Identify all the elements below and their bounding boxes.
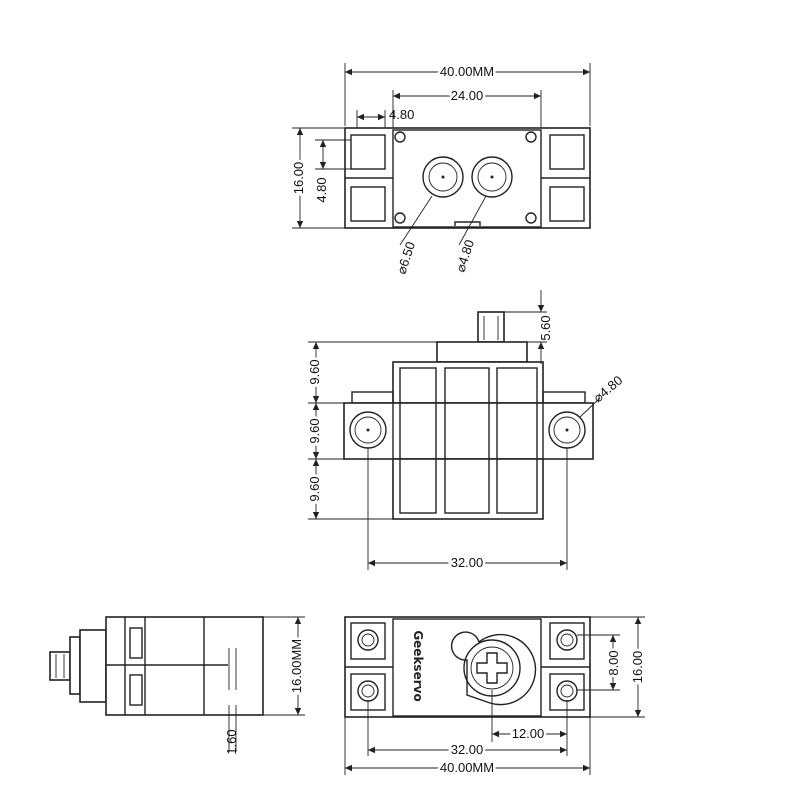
bottom-view-cross-axle (476, 652, 508, 684)
top-view-square-bl (350, 186, 386, 222)
top-view-corner-hole (394, 131, 406, 143)
front-shaft-height-label: 5.60 (538, 315, 553, 340)
top-overall-width-label: 40.00MM (440, 64, 494, 79)
front-view-lower-body (392, 458, 544, 520)
side-view-flange (79, 629, 107, 703)
front-view: 5.60 9.60 9.60 9.60 ⌀4.80 32.00 (305, 290, 625, 573)
side-height-label: 16.00MM (289, 639, 304, 693)
side-view-shaft (49, 651, 71, 681)
front-hole-spacing-label: 32.00 (451, 555, 484, 570)
bottom-height-label: 16.00 (630, 651, 645, 684)
top-small-hole-dia-label: ⌀4.80 (453, 238, 478, 274)
bottom-view-mount-hole (556, 629, 578, 651)
top-square-height-label: 4.80 (314, 177, 329, 202)
top-square-width-label: 4.80 (389, 107, 414, 122)
front-upper-label: 9.60 (307, 359, 322, 384)
top-view-square-br (549, 186, 585, 222)
bottom-hole-spacing-v-label: 8.00 (606, 650, 621, 675)
top-height-label: 16.00 (291, 162, 306, 195)
front-view-shaft-collar (436, 341, 528, 363)
side-offset-label: 1.60 (224, 729, 239, 754)
front-middle-label: 9.60 (307, 418, 322, 443)
top-view-large-hole (422, 156, 464, 198)
top-view-corner-hole (525, 131, 537, 143)
bottom-shaft-offset-label: 12.00 (512, 726, 545, 741)
top-hole-spacing-label: 24.00 (451, 88, 484, 103)
side-view: 16.00MM 1.60 (49, 616, 307, 755)
top-large-hole-dia-label: ⌀6.50 (394, 240, 419, 276)
front-lower-label: 9.60 (307, 476, 322, 501)
brand-logo-text: Geekservo (411, 630, 425, 701)
side-view-collar (69, 636, 81, 695)
front-hole-dia-label: ⌀4.80 (590, 373, 625, 406)
bottom-view: Geekservo 8.00 16.00 12.00 32.00 40.00MM (344, 616, 648, 778)
bottom-view-mount-hole (357, 629, 379, 651)
bottom-overall-width-label: 40.00MM (440, 760, 494, 775)
top-view-small-hole (471, 156, 513, 198)
bottom-view-gear-outline (450, 631, 537, 706)
side-view-body (105, 616, 264, 716)
top-view-corner-hole (394, 212, 406, 224)
top-view-square-tl (350, 134, 386, 170)
top-view: 40.00MM 24.00 4.80 16.00 4.80 ⌀6.50 ⌀4.8… (289, 62, 591, 276)
top-view-square-tr (549, 134, 585, 170)
top-view-corner-hole (525, 212, 537, 224)
bottom-hole-spacing-h-label: 32.00 (451, 742, 484, 757)
front-view-shaft (477, 311, 505, 343)
